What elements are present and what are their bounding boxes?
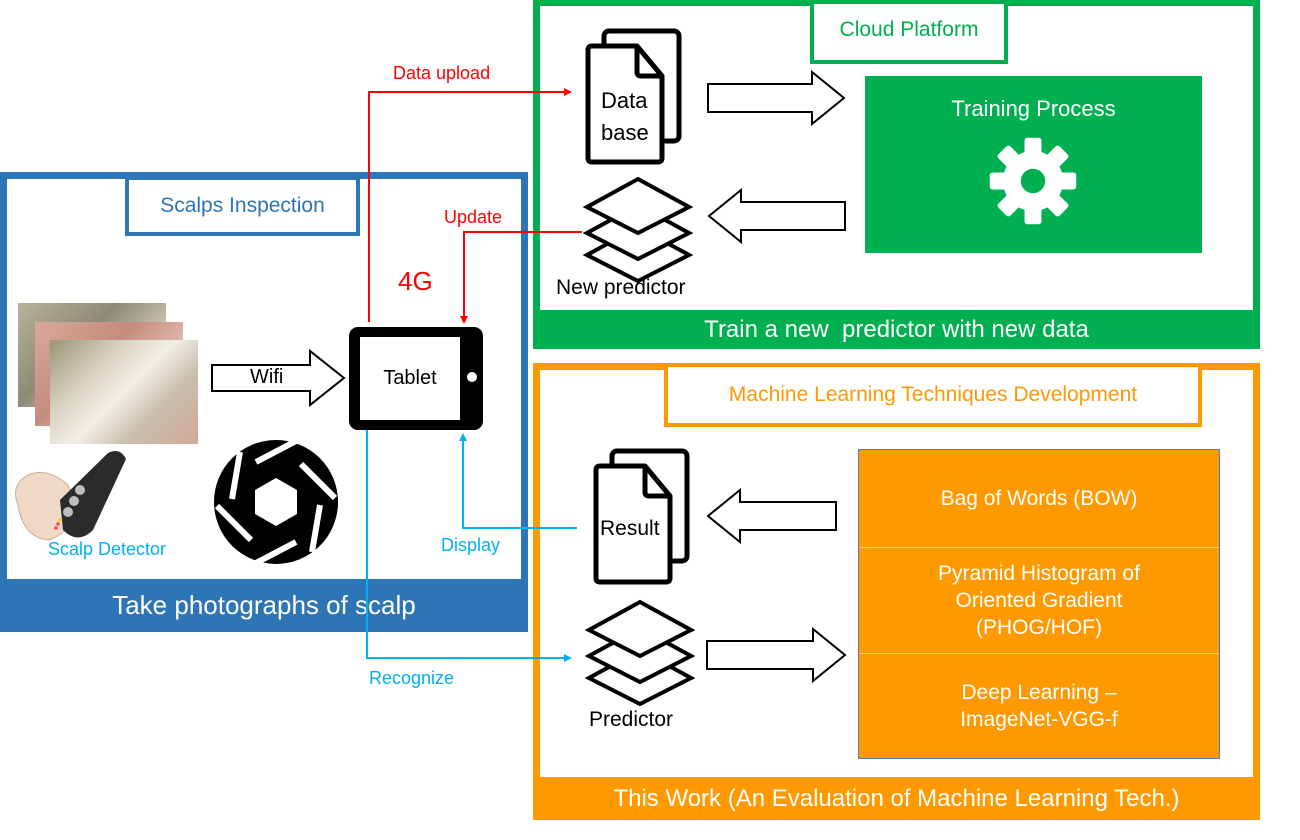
scalp-photo-stack bbox=[18, 303, 203, 453]
technique-bow-text: Bag of Words (BOW) bbox=[940, 486, 1138, 510]
scalp-detector-device bbox=[15, 451, 126, 541]
tablet-screen: Tablet bbox=[360, 337, 460, 420]
database-label-line1: Data bbox=[601, 88, 648, 113]
technique-deep-learning-line1: Deep Learning – bbox=[961, 680, 1117, 704]
technique-row-deep-learning: Deep Learning – ImageNet-VGG-f bbox=[859, 654, 1219, 758]
cloud-panel-title-box: Cloud Platform bbox=[810, 4, 1008, 64]
scalp-panel-footer: Take photographs of scalp bbox=[0, 579, 528, 632]
wifi-label: Wifi bbox=[250, 366, 284, 388]
technique-phog-line3: (PHOG/HOF) bbox=[976, 616, 1102, 640]
new-predictor-layers-icon bbox=[583, 176, 693, 283]
database-label-line2: base bbox=[601, 120, 649, 145]
new-predictor-label: New predictor bbox=[556, 276, 686, 299]
scalp-panel-footer-text: Take photographs of scalp bbox=[112, 590, 416, 620]
technique-row-phog: Pyramid Histogram of Oriented Gradient (… bbox=[859, 548, 1219, 654]
cloud-panel-title: Cloud Platform bbox=[839, 18, 979, 41]
arrow-to-training bbox=[707, 70, 846, 126]
ml-panel-title-box: Machine Learning Techniques Development bbox=[664, 367, 1202, 427]
tablet-label: Tablet bbox=[383, 367, 437, 389]
tablet-home-button bbox=[467, 372, 477, 382]
scalp-detector-label: Scalp Detector bbox=[48, 539, 167, 559]
scalp-panel-title-box: Scalps Inspection bbox=[125, 176, 360, 236]
wifi-arrow bbox=[211, 348, 346, 408]
ml-panel-title: Machine Learning Techniques Development bbox=[728, 383, 1138, 406]
arrow-to-techniques bbox=[706, 627, 847, 683]
ml-panel-footer-text: This Work (An Evaluation of Machine Lear… bbox=[613, 784, 1180, 812]
display-label: Display bbox=[441, 535, 501, 555]
technique-phog-line2: Oriented Gradient bbox=[955, 588, 1123, 612]
technique-row-bow: Bag of Words (BOW) bbox=[859, 450, 1219, 548]
scalp-photo-3 bbox=[50, 340, 198, 444]
data-upload-label: Data upload bbox=[393, 63, 491, 83]
training-process-box: Training Process bbox=[865, 76, 1202, 253]
recognize-label: Recognize bbox=[369, 668, 455, 688]
camera-shutter-icon bbox=[214, 438, 338, 566]
predictor-label: Predictor bbox=[589, 708, 674, 731]
update-label: Update bbox=[444, 207, 503, 227]
technique-phog-line1: Pyramid Histogram of bbox=[938, 561, 1140, 585]
scalp-panel-title: Scalps Inspection bbox=[160, 194, 325, 217]
result-label: Result bbox=[600, 517, 660, 540]
training-process-title: Training Process bbox=[951, 96, 1116, 121]
network-4g-label: 4G bbox=[398, 266, 433, 296]
result-document-icon bbox=[593, 448, 690, 585]
predictor-layers-icon bbox=[585, 599, 695, 706]
gear-icon bbox=[989, 137, 1077, 225]
database-document-icon bbox=[585, 28, 682, 165]
tablet-device: Tablet bbox=[349, 327, 483, 430]
arrow-from-training bbox=[707, 188, 846, 244]
technique-deep-learning-line2: ImageNet-VGG-f bbox=[960, 708, 1118, 731]
techniques-table: Bag of Words (BOW) Pyramid Histogram of … bbox=[858, 449, 1220, 759]
ml-panel-footer: This Work (An Evaluation of Machine Lear… bbox=[533, 777, 1260, 820]
arrow-to-result bbox=[706, 488, 837, 544]
cloud-panel-footer-text: Train a new predictor with new data bbox=[704, 315, 1089, 343]
cloud-panel-footer: Train a new predictor with new data bbox=[533, 310, 1260, 349]
